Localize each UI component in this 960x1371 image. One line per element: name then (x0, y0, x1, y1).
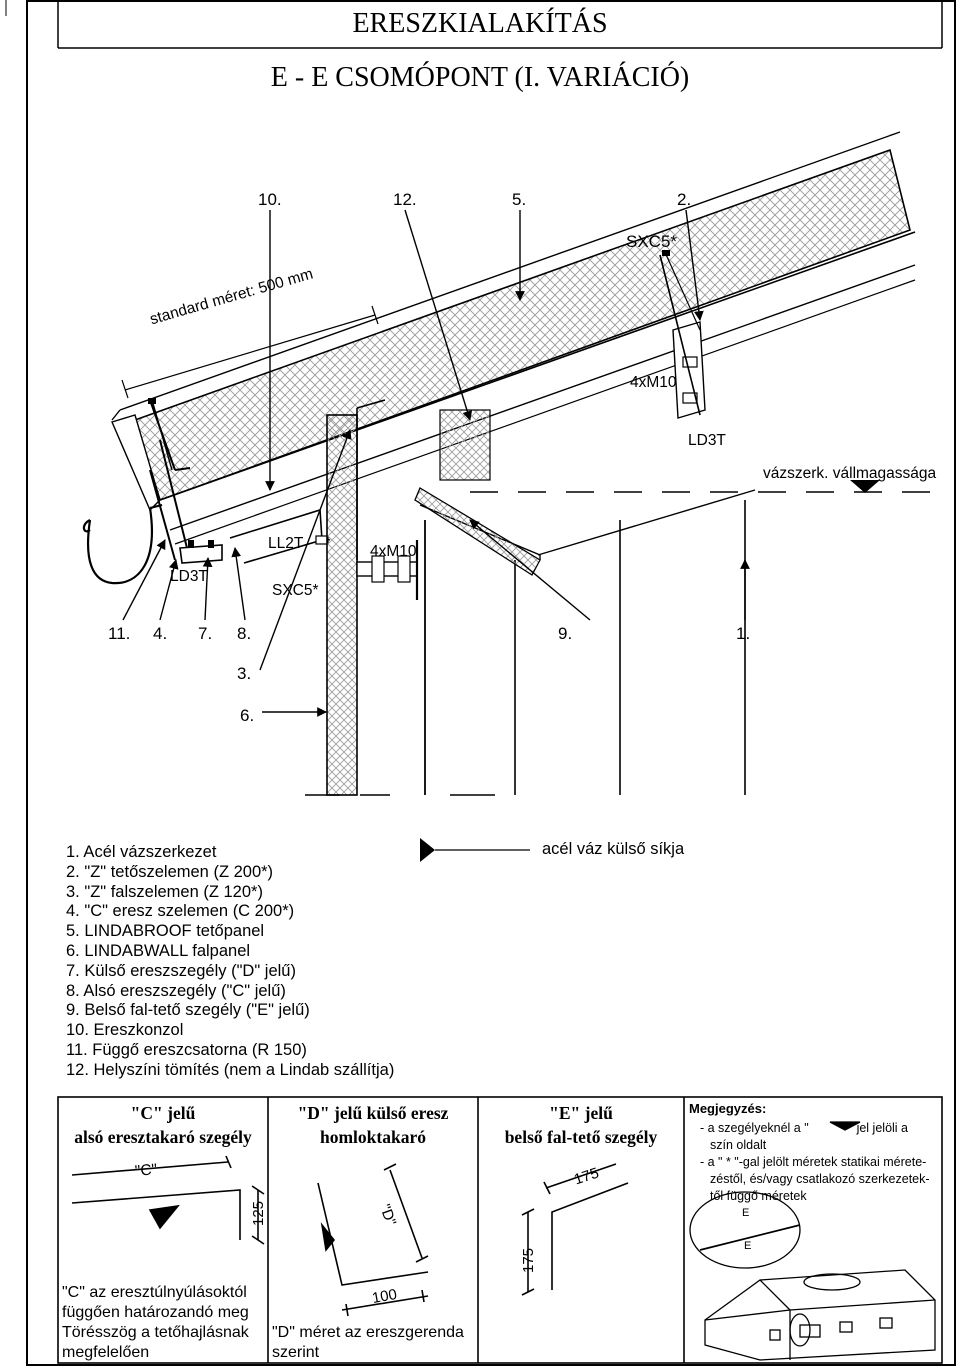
e-detail-sketch (521, 1163, 629, 1296)
legend-item: 4. "C" eresz szelemen (C 200*) (66, 902, 295, 921)
legend-item: 9. Belső fal-tető szegély ("E" jelű) (66, 1001, 310, 1020)
callout-9: 9. (558, 624, 573, 643)
megjegyzes-text: - a szegélyeknél a "" jel jelöli a szín … (700, 1121, 930, 1203)
label-sxc5-top: SXC5* (626, 232, 678, 251)
steel-plane-marker (420, 838, 530, 862)
label-steel-frame-plane: acél váz külső síkja (542, 840, 685, 858)
legend-item: 8. Alsó ereszszegély ("C" jelű) (66, 981, 286, 1000)
callout-3: 3. (237, 664, 252, 683)
c-detail-sketch (71, 1155, 265, 1245)
d-note: "D" méret az ereszgerenda szerint (272, 1324, 464, 1361)
c-mark: "C" (134, 1161, 158, 1180)
legend-item: 3. "Z" falszelemen (Z 120*) (66, 882, 263, 901)
inner-flashing (414, 409, 541, 576)
roof-panel (111, 131, 916, 545)
callout-7: 7. (198, 624, 213, 643)
legend-item: 11. Függő ereszcsatorna (R 150) (66, 1040, 307, 1059)
label-4xm10-top: 4xM10 (630, 374, 677, 391)
c-note: "C" az eresztúlnyúlásoktól függően határ… (62, 1284, 249, 1361)
c-dim: 125 (250, 1200, 268, 1227)
callout-8: 8. (237, 624, 252, 643)
ridge-connection (659, 254, 706, 419)
page-subtitle: E - E CSOMÓPONT (I. VARIÁCIÓ) (270, 62, 690, 93)
label-sxc5-bottom: SXC5* (272, 582, 319, 599)
legend-item: 7. Külső ereszszegély ("D" jelű) (66, 961, 296, 980)
legend-list: 1. Acél vázszerkezet 2. "Z" tetőszelemen… (66, 843, 394, 1081)
d-detail-sketch (317, 1163, 429, 1317)
megjegyzes-sketch (689, 1121, 936, 1361)
drawing-frame (26, 0, 956, 1366)
label-4xm10-bottom: 4xM10 (370, 543, 417, 560)
callout-4: 4. (153, 624, 168, 643)
c-detail-title: "C" jelű alsó eresztakaró szegély (74, 1103, 252, 1147)
legend-item: 12. Helyszíni tömítés (nem a Lindab szál… (66, 1060, 395, 1079)
screws (148, 249, 701, 471)
legend-item: 10. Ereszkonzol (66, 1021, 184, 1040)
detail-boxes (57, 1096, 943, 1364)
legend-item: 6. LINDABWALL falpanel (66, 941, 251, 960)
page-title: ERESZKIALAKÍTÁS (352, 8, 608, 39)
eaves-height-line (470, 480, 930, 493)
legend-item: 5. LINDABROOF tetőpanel (66, 922, 265, 941)
callout-12: 12. (393, 190, 417, 209)
callout-6: 6. (240, 706, 255, 725)
gutter (82, 504, 163, 585)
callout-1: 1. (736, 624, 751, 643)
label-eaves-height: vázszerk. vállmagassága (763, 465, 937, 482)
label-ll2t: LL2T (268, 535, 304, 552)
callout-11: 11. (108, 624, 131, 643)
legend-item: 2. "Z" tetőszelemen (Z 200*) (66, 862, 274, 881)
label-ld3t-right: LD3T (688, 432, 726, 449)
wall-connection (356, 489, 756, 795)
megj-e-mark-1: E (742, 1207, 750, 1219)
d-detail-title: "D" jelű külső eresz homloktakaró (297, 1103, 449, 1147)
megj-e-mark-2: E (744, 1240, 752, 1252)
callout-10: 10. (258, 190, 282, 209)
label-ld3t-left: LD3T (170, 568, 208, 585)
leader-lines (122, 209, 750, 717)
e-dim-side: 175 (520, 1247, 538, 1274)
callout-2: 2. (677, 190, 692, 209)
callout-5: 5. (512, 190, 527, 209)
standard-dimension (121, 305, 379, 399)
e-detail-title: "E" jelű belső fal-tető szegély (504, 1103, 658, 1147)
megjegyzes-title: Megjegyzés: (689, 1101, 767, 1116)
legend-item: 1. Acél vázszerkezet (66, 843, 217, 861)
